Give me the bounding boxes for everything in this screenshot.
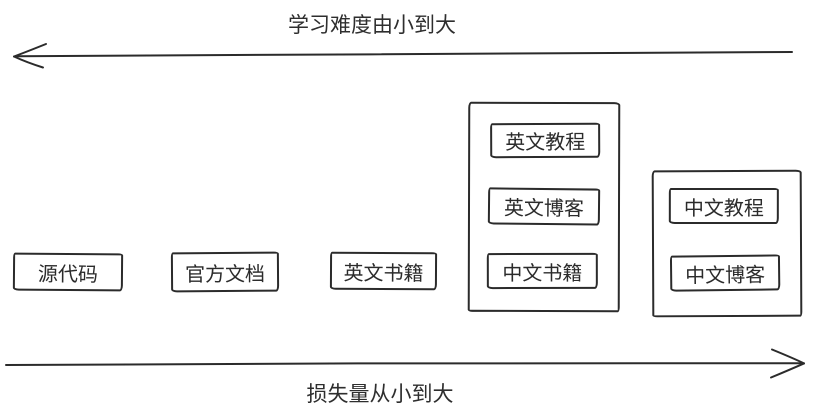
left-arrow bbox=[13, 43, 793, 69]
box-english-blogs: 英文博客 bbox=[487, 187, 601, 226]
box-source-code: 源代码 bbox=[12, 252, 124, 292]
box-english-tutorials: 英文教程 bbox=[490, 122, 601, 159]
right-arrow bbox=[5, 348, 805, 379]
box-chinese-books: 中文书籍 bbox=[486, 252, 598, 290]
box-chinese-blogs: 中文博客 bbox=[669, 254, 781, 292]
box-english-books: 英文书籍 bbox=[329, 251, 438, 291]
box-official-docs: 官方文档 bbox=[170, 251, 280, 293]
bottom-axis-label: 损失量从小到大 bbox=[306, 382, 454, 406]
group-chinese-resources: 中文教程 中文博客 bbox=[651, 169, 803, 318]
group-english-and-chinese-books: 英文教程 英文博客 中文书籍 bbox=[467, 101, 621, 313]
top-axis-label: 学习难度由小到大 bbox=[288, 13, 456, 37]
box-chinese-tutorials: 中文教程 bbox=[668, 187, 779, 225]
